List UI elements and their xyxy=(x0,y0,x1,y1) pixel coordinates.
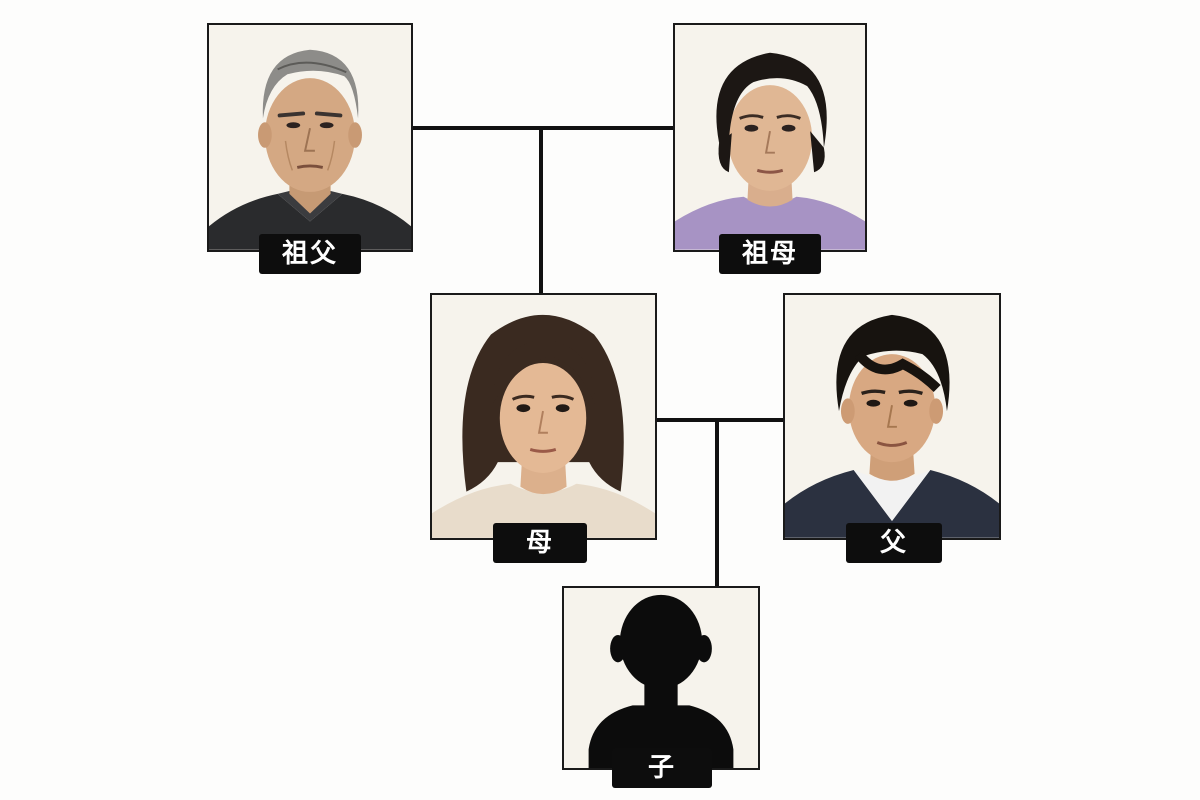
grandfather-card: 祖父 xyxy=(207,23,413,274)
grandmother-label: 祖母 xyxy=(719,234,821,274)
father-card: 父 xyxy=(783,293,1001,563)
child-label: 子 xyxy=(612,748,712,788)
mother-label: 母 xyxy=(493,523,587,563)
child-silhouette-icon xyxy=(564,588,758,768)
grandfather-label: 祖父 xyxy=(259,234,361,274)
grandfather-portrait-icon xyxy=(209,25,411,250)
mother-card: 母 xyxy=(430,293,657,563)
mother-portrait-icon xyxy=(432,295,655,538)
father-label: 父 xyxy=(846,523,942,563)
child-card: 子 xyxy=(562,586,760,788)
grandmother-portrait-icon xyxy=(675,25,865,250)
grandmother-card: 祖母 xyxy=(673,23,867,274)
father-portrait-icon xyxy=(785,295,999,538)
